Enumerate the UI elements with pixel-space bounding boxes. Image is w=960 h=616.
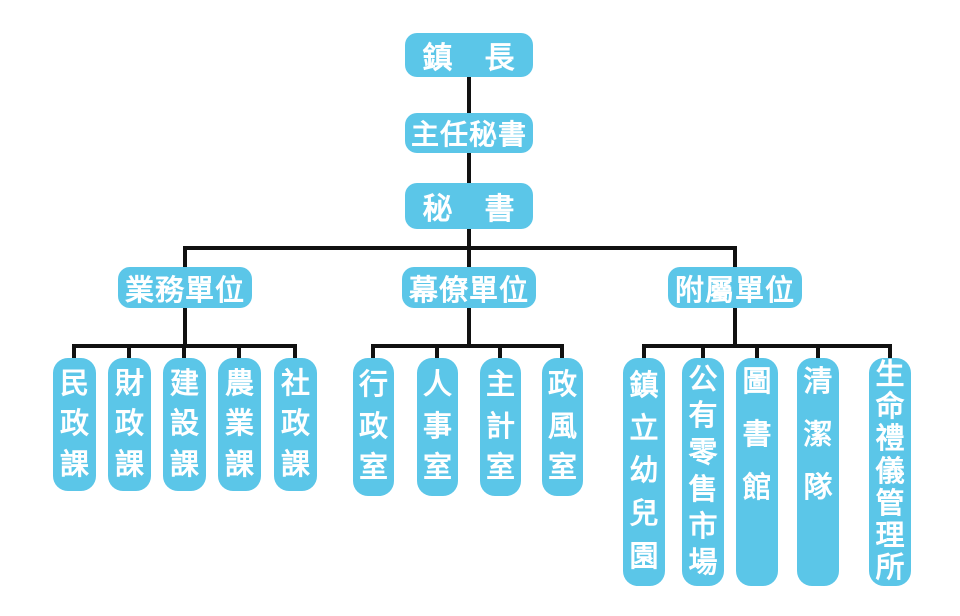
- leaf-library: 圖書館: [736, 358, 778, 586]
- connector-line: [371, 344, 375, 358]
- connector-line: [127, 344, 131, 358]
- connector-line: [293, 344, 297, 358]
- leaf-social-affairs-section: 社政課: [274, 358, 317, 491]
- connector-line: [237, 344, 241, 358]
- leaf-public-retail-market: 公有零售市場: [682, 358, 724, 586]
- leaf-personnel-office: 人事室: [417, 358, 458, 496]
- connector-line: [183, 308, 187, 348]
- connector-line: [701, 344, 705, 358]
- leaf-ethics-office: 政風室: [542, 358, 583, 496]
- leaf-budget-accounting-office: 主計室: [480, 358, 521, 496]
- branch-affiliated-units: 附屬單位: [668, 267, 802, 308]
- branch-business-units: 業務單位: [118, 267, 252, 308]
- node-secretary: 秘 書: [405, 183, 533, 229]
- connector-line: [371, 344, 564, 348]
- connector-line: [183, 246, 187, 267]
- connector-line: [642, 344, 892, 348]
- leaf-construction-section: 建設課: [163, 358, 206, 491]
- connector-line: [72, 344, 76, 358]
- connector-line: [467, 77, 471, 113]
- connector-line: [560, 344, 564, 358]
- branch-staff-units: 幕僚單位: [402, 267, 536, 308]
- leaf-funeral-services-office: 生命禮儀管理所: [869, 358, 911, 586]
- connector-line: [888, 344, 892, 358]
- connector-line: [182, 344, 186, 358]
- node-mayor: 鎮 長: [405, 33, 533, 77]
- leaf-civil-affairs-section: 民政課: [53, 358, 96, 491]
- connector-line: [733, 308, 737, 348]
- connector-line: [467, 308, 471, 348]
- connector-line: [755, 344, 759, 358]
- leaf-agriculture-section: 農業課: [218, 358, 261, 491]
- connector-line: [435, 344, 439, 358]
- leaf-cleaning-team: 清潔隊: [797, 358, 839, 586]
- leaf-town-preschool: 鎮立幼兒園: [623, 358, 665, 586]
- connector-line: [467, 153, 471, 183]
- connector-line: [733, 246, 737, 267]
- connector-line: [183, 246, 737, 250]
- connector-line: [642, 344, 646, 358]
- leaf-administration-office: 行政室: [353, 358, 394, 496]
- connector-line: [498, 344, 502, 358]
- connector-line: [816, 344, 820, 358]
- leaf-finance-section: 財政課: [108, 358, 151, 491]
- node-chief-secretary: 主任秘書: [405, 113, 533, 153]
